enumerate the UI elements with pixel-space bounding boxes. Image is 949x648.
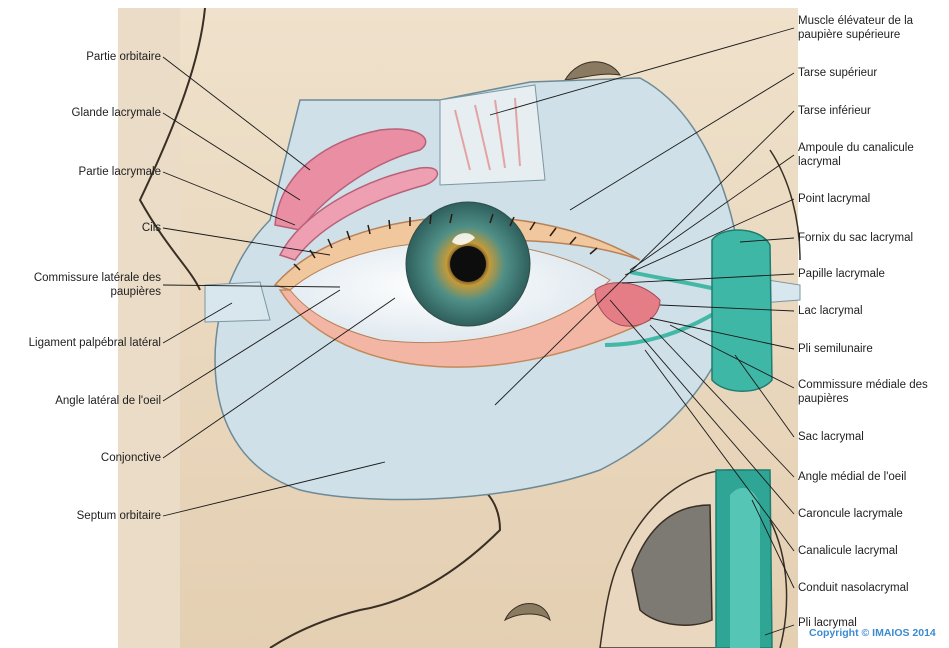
label-tarse-inferieur: Tarse inférieur xyxy=(798,104,871,118)
label-point-lacrymal: Point lacrymal xyxy=(798,192,870,206)
label-angle-medial: Angle médial de l'oeil xyxy=(798,470,906,484)
label-papille-lacrymale: Papille lacrymale xyxy=(798,267,885,281)
face-left-strip xyxy=(118,8,180,648)
pupil xyxy=(450,246,486,282)
copyright-text: Copyright © IMAIOS 2014 xyxy=(809,627,936,639)
label-canalicule-lacrymal: Canalicule lacrymal xyxy=(798,544,898,558)
lacrimal-sac xyxy=(712,230,772,391)
label-sac-lacrymal: Sac lacrymal xyxy=(798,430,864,444)
label-fornix-sac: Fornix du sac lacrymal xyxy=(798,231,913,245)
label-ampoule-canalicule: Ampoule du canalicule lacrymal xyxy=(798,141,943,169)
label-commissure-mediale: Commissure médiale des paupières xyxy=(798,378,948,406)
label-ligament-palpebral-lateral: Ligament palpébral latéral xyxy=(29,336,161,350)
label-muscle-elevateur: Muscle élévateur de la paupière supérieu… xyxy=(798,14,948,42)
label-partie-lacrymale: Partie lacrymale xyxy=(79,165,161,179)
label-commissure-laterale: Commissure latérale des paupières xyxy=(1,271,161,299)
levator-muscle xyxy=(440,85,545,185)
label-conjonctive: Conjonctive xyxy=(101,451,161,465)
label-angle-lateral: Angle latéral de l'oeil xyxy=(55,394,161,408)
label-cils: Cils xyxy=(142,221,161,235)
label-partie-orbitaire: Partie orbitaire xyxy=(86,50,161,64)
lateral-ligament xyxy=(205,282,270,322)
label-tarse-superieur: Tarse supérieur xyxy=(798,66,877,80)
label-caroncule-lacrymale: Caroncule lacrymale xyxy=(798,507,903,521)
label-septum-orbitaire: Septum orbitaire xyxy=(77,509,161,523)
label-glande-lacrymale: Glande lacrymale xyxy=(72,106,161,120)
nasolacrymal-duct-inner xyxy=(730,488,760,648)
label-pli-semilunaire: Pli semilunaire xyxy=(798,342,873,356)
label-lac-lacrymal: Lac lacrymal xyxy=(798,304,863,318)
label-conduit-nasolacrymal: Conduit nasolacrymal xyxy=(798,581,909,595)
